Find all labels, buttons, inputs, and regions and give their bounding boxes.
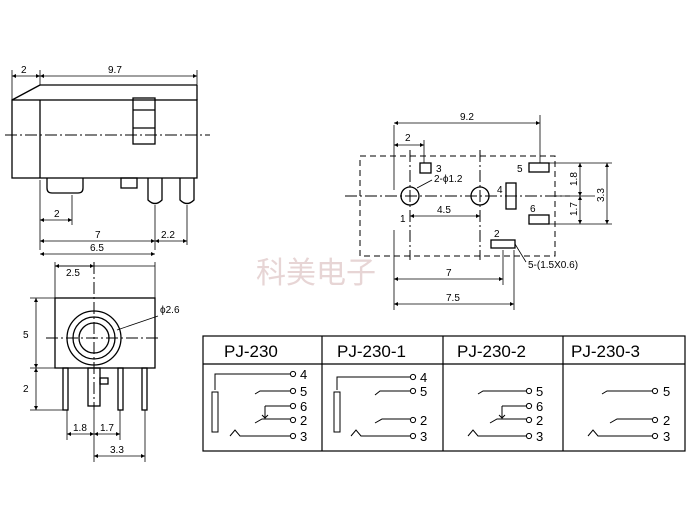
- pj-230-3-pin-2: 2: [663, 413, 670, 428]
- schematic-pj-230-2: [467, 387, 533, 440]
- model-table: [202, 335, 686, 452]
- pcb-hole: [470, 186, 490, 206]
- pcb-hole-label: 2-ϕ1.2: [434, 174, 463, 185]
- front-dim-5: 5: [23, 330, 29, 341]
- schematic-pj-230-1: [333, 373, 417, 440]
- pcb-layout: [345, 115, 612, 310]
- side-dim-total: 9.7: [108, 65, 122, 76]
- schematic-pj-230-3: [587, 387, 659, 440]
- pj-230-pin-4: 4: [300, 367, 307, 382]
- watermark: 科美电子: [256, 256, 376, 291]
- pad-number-2: 2: [494, 229, 500, 240]
- pcb-dim-4-5: 4.5: [437, 205, 451, 216]
- schematic-pj-230: [211, 370, 297, 440]
- front-dim-2-5: 2.5: [66, 268, 80, 279]
- front-dim-2: 2: [23, 384, 29, 395]
- side-dim-6-5: 6.5: [90, 243, 104, 254]
- pcb-dim-7: 7: [446, 268, 452, 279]
- side-dim-2-2: 2.2: [161, 230, 175, 241]
- pcb-pad-label: 5-(1.5X0.6): [528, 260, 578, 271]
- front-dim-1-8: 1.8: [73, 423, 87, 434]
- model-header-pj-230: PJ-230: [224, 342, 278, 361]
- front-dim-3-3: 3.3: [110, 445, 124, 456]
- side-dim-pin-gap: 2: [54, 209, 60, 220]
- pj-230-2-pin-2: 2: [536, 413, 543, 428]
- pj-230-1-pin-5: 5: [420, 384, 427, 399]
- pj-230-pin-3: 3: [300, 429, 307, 444]
- front-view: [30, 262, 160, 462]
- pj-230-pin-6: 6: [300, 399, 307, 414]
- front-dim-hole: ϕ2.6: [160, 305, 180, 316]
- pj-230-1-pin-3: 3: [420, 429, 427, 444]
- pcb-dim-1-7: 1.7: [569, 202, 580, 216]
- side-view-body: [11, 99, 198, 179]
- pad-number-5: 5: [517, 164, 523, 175]
- pad-number-3: 3: [436, 164, 442, 175]
- pj-230-2-pin-3: 3: [536, 429, 543, 444]
- pj-230-pin-2: 2: [300, 413, 307, 428]
- pcb-dim-2: 2: [405, 133, 411, 144]
- pcb-pad: [490, 239, 516, 249]
- pcb-pad: [528, 162, 550, 173]
- side-dim-front: 2: [21, 65, 27, 76]
- side-view-pin: [147, 178, 163, 205]
- model-header-pj-230-2: PJ-230-2: [457, 342, 526, 361]
- model-header-pj-230-3: PJ-230-3: [571, 342, 640, 361]
- pcb-dim-9-2: 9.2: [460, 112, 474, 123]
- pad-number-6: 6: [530, 204, 536, 215]
- pj-230-3-pin-3: 3: [663, 429, 670, 444]
- pcb-dim-3-3: 3.3: [596, 188, 607, 202]
- pcb-outline: [359, 155, 556, 257]
- pj-230-1-pin-4: 4: [420, 370, 427, 385]
- pj-230-2-pin-6: 6: [536, 399, 543, 414]
- front-view-body: [54, 297, 156, 369]
- pcb-dim-1-8: 1.8: [569, 172, 580, 186]
- side-view-pin: [179, 178, 195, 205]
- pj-230-pin-5: 5: [300, 384, 307, 399]
- pj-230-3-pin-5: 5: [663, 384, 670, 399]
- side-view: [5, 70, 210, 256]
- pcb-dim-7-5: 7.5: [446, 293, 460, 304]
- side-dim-7: 7: [95, 230, 101, 241]
- pad-number-1: 1: [400, 214, 406, 225]
- front-dim-1-7: 1.7: [100, 423, 114, 434]
- pj-230-2-pin-5: 5: [536, 384, 543, 399]
- front-view-pin: [117, 367, 124, 411]
- pad-number-4: 4: [497, 185, 503, 196]
- pcb-hole: [400, 186, 420, 206]
- pcb-pad: [528, 214, 550, 225]
- front-view-pin: [62, 367, 69, 411]
- pj-230-1-pin-2: 2: [420, 413, 427, 428]
- side-view-pin: [46, 178, 84, 194]
- pcb-pad: [505, 182, 517, 210]
- model-header-pj-230-1: PJ-230-1: [337, 342, 406, 361]
- front-view-pin: [87, 367, 101, 407]
- front-view-pin: [141, 367, 148, 411]
- pcb-pad: [419, 162, 432, 174]
